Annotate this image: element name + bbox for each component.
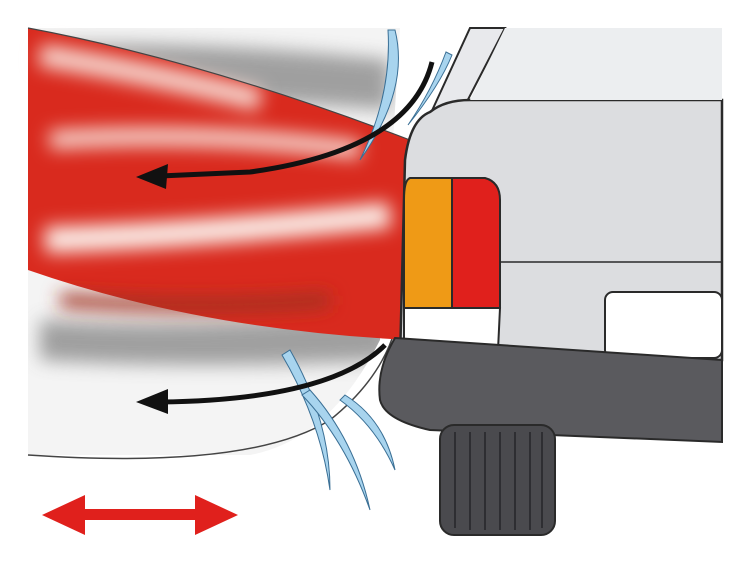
bumper	[378, 336, 723, 444]
license-plate	[604, 291, 723, 359]
tire	[439, 424, 556, 536]
flow-arrow-upper	[136, 61, 435, 189]
indicator-light	[403, 177, 453, 309]
flow-arrow-lower	[136, 343, 387, 414]
motion-double-arrow-icon	[42, 495, 238, 535]
water-spray	[281, 29, 453, 511]
brake-light	[451, 177, 501, 309]
car-rear	[378, 27, 724, 536]
air-stream	[27, 27, 411, 340]
tail-light	[403, 177, 502, 351]
road-edge-line	[27, 329, 396, 460]
